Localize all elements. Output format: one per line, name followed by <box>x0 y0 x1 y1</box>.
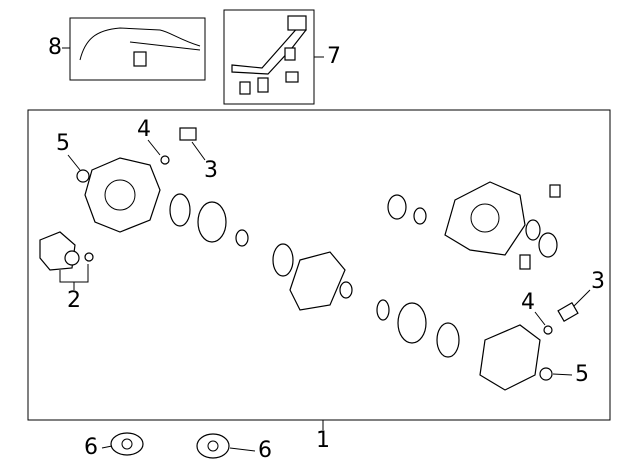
callout-4-right: 4 <box>521 290 535 315</box>
callout-5-left: 5 <box>56 131 70 156</box>
callout-6-right: 6 <box>258 438 272 463</box>
callout-5-right: 5 <box>575 362 589 387</box>
bushing-left <box>110 432 144 456</box>
callout-8: 8 <box>48 35 62 60</box>
mount-bracket-part <box>39 231 94 271</box>
callout-1: 1 <box>316 428 330 453</box>
vent-bracket-drawing <box>231 15 307 95</box>
callout-6-left: 6 <box>84 435 98 460</box>
rear-cover <box>479 301 579 391</box>
callout-3-right: 3 <box>591 269 605 294</box>
callout-4-left: 4 <box>137 117 151 142</box>
callout-3-left: 3 <box>204 158 218 183</box>
left-housing <box>76 127 197 233</box>
vent-hose-drawing <box>79 27 201 67</box>
callout-7: 7 <box>327 44 341 69</box>
vent-hose-box <box>69 17 206 81</box>
bushing-right <box>196 433 230 459</box>
carrier-part <box>289 251 346 311</box>
callout-2: 2 <box>67 288 81 313</box>
right-housing <box>387 181 561 270</box>
assembly-box <box>27 109 611 421</box>
